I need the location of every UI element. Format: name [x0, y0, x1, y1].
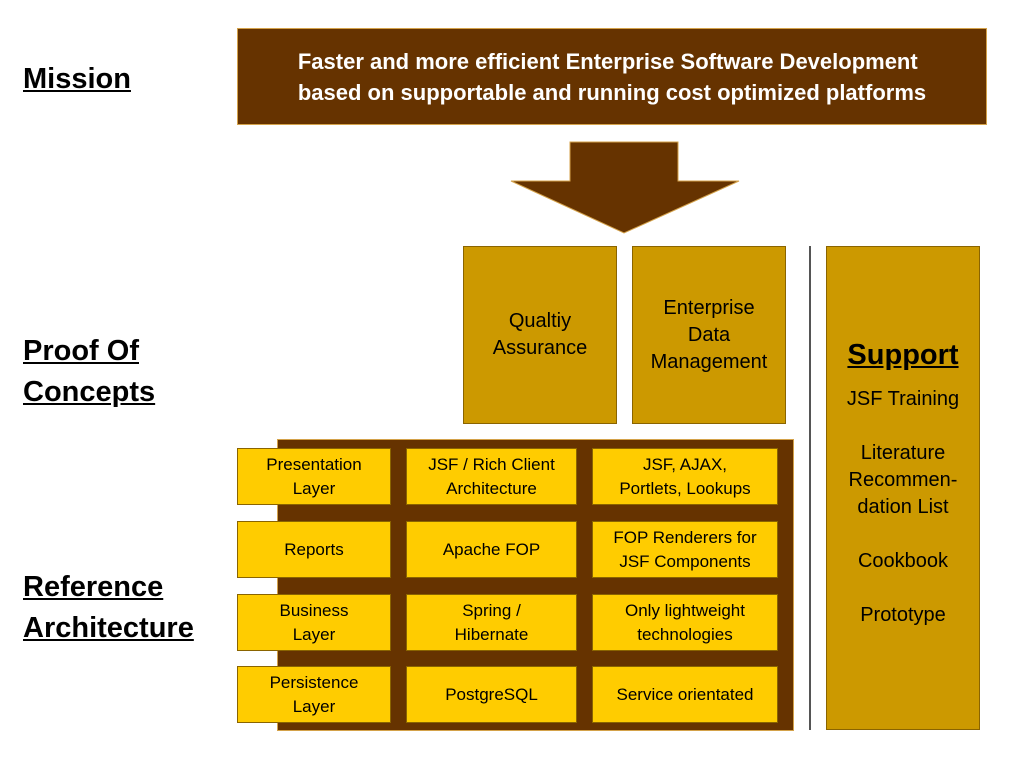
ra-cell-apache-fop: Apache FOP	[406, 521, 577, 578]
support-item-jsf-training: JSF Training	[827, 386, 979, 413]
mission-statement-line1: Faster and more efficient Enterprise Sof…	[297, 48, 918, 74]
support-panel: Support JSF Training Literature Recommen…	[826, 246, 980, 730]
ra-cell-line: Architecture	[446, 478, 537, 498]
proof-of-concepts-heading: Proof Of Concepts	[23, 331, 155, 413]
ra-cell-line: Only lightweight	[624, 600, 745, 620]
poc-enterprise-data-management: Enterprise Data Management	[632, 246, 786, 424]
ra-cell-line: Persistence	[269, 672, 359, 692]
mission-box: Faster and more efficient Enterprise Sof…	[237, 28, 987, 125]
ra-cell-line: Service orientated	[616, 684, 754, 704]
support-item-line: dation List	[857, 496, 949, 518]
vertical-divider	[809, 246, 811, 730]
ra-cell-line: JSF / Rich Client	[428, 454, 555, 474]
support-item-literature: Literature Recommen- dation List	[827, 440, 979, 521]
poc-quality-assurance: Qualtiy Assurance	[463, 246, 617, 424]
ra-cell-lightweight: Only lightweight technologies	[592, 594, 778, 651]
ra-cell-line: JSF, AJAX,	[642, 454, 728, 474]
poc-label-line: Qualtiy	[508, 310, 572, 332]
support-item-prototype: Prototype	[827, 602, 979, 629]
mission-statement: Faster and more efficient Enterprise Sof…	[298, 46, 926, 108]
ra-cell-line: Presentation	[266, 454, 362, 474]
poc-label-line: Management	[650, 350, 768, 373]
support-title: Support	[847, 339, 959, 371]
support-item-line: JSF Training	[846, 388, 960, 410]
mission-heading: Mission	[23, 63, 131, 95]
ra-cell-line: Portlets, Lookups	[619, 478, 751, 498]
ra-cell-line: Layer	[292, 696, 336, 716]
ra-cell-line: technologies	[637, 624, 733, 644]
support-item-line: Cookbook	[857, 550, 949, 572]
reference-architecture-heading: Reference Architecture	[23, 567, 194, 649]
ra-cell-line: Hibernate	[454, 624, 529, 644]
ra-cell-line: Spring /	[462, 600, 521, 620]
ra-cell-line: Layer	[292, 624, 336, 644]
reference-architecture-heading-line1: Reference	[23, 571, 164, 603]
ra-cell-line: Reports	[284, 539, 344, 559]
ra-cell-line: PostgreSQL	[445, 684, 538, 704]
support-item-line: Prototype	[860, 604, 946, 626]
support-item-line: Recommen-	[848, 469, 958, 491]
support-item-line: Literature	[860, 442, 946, 464]
mission-statement-line2: based on supportable and running cost op…	[297, 79, 927, 105]
ra-cell-line: JSF Components	[619, 551, 751, 571]
ra-cell-reports: Reports	[237, 521, 391, 578]
ra-cell-line: Business	[279, 600, 349, 620]
ra-cell-spring-hibernate: Spring / Hibernate	[406, 594, 577, 651]
down-arrow-icon	[510, 141, 740, 234]
support-item-cookbook: Cookbook	[827, 548, 979, 575]
ra-cell-service-orientated: Service orientated	[592, 666, 778, 723]
ra-cell-postgresql: PostgreSQL	[406, 666, 577, 723]
proof-of-concepts-heading-line1: Proof Of	[23, 335, 139, 367]
ra-cell-line: FOP Renderers for	[613, 527, 757, 547]
ra-cell-line: Layer	[292, 478, 336, 498]
ra-cell-jsf-ajax: JSF, AJAX, Portlets, Lookups	[592, 448, 778, 505]
reference-architecture-heading-line2: Architecture	[23, 612, 194, 644]
poc-label-line: Assurance	[492, 337, 588, 359]
proof-of-concepts-heading-line2: Concepts	[23, 376, 156, 408]
poc-label-line: Enterprise	[663, 296, 755, 319]
ra-cell-line: Apache FOP	[442, 539, 541, 559]
poc-label-line: Data	[687, 323, 731, 346]
